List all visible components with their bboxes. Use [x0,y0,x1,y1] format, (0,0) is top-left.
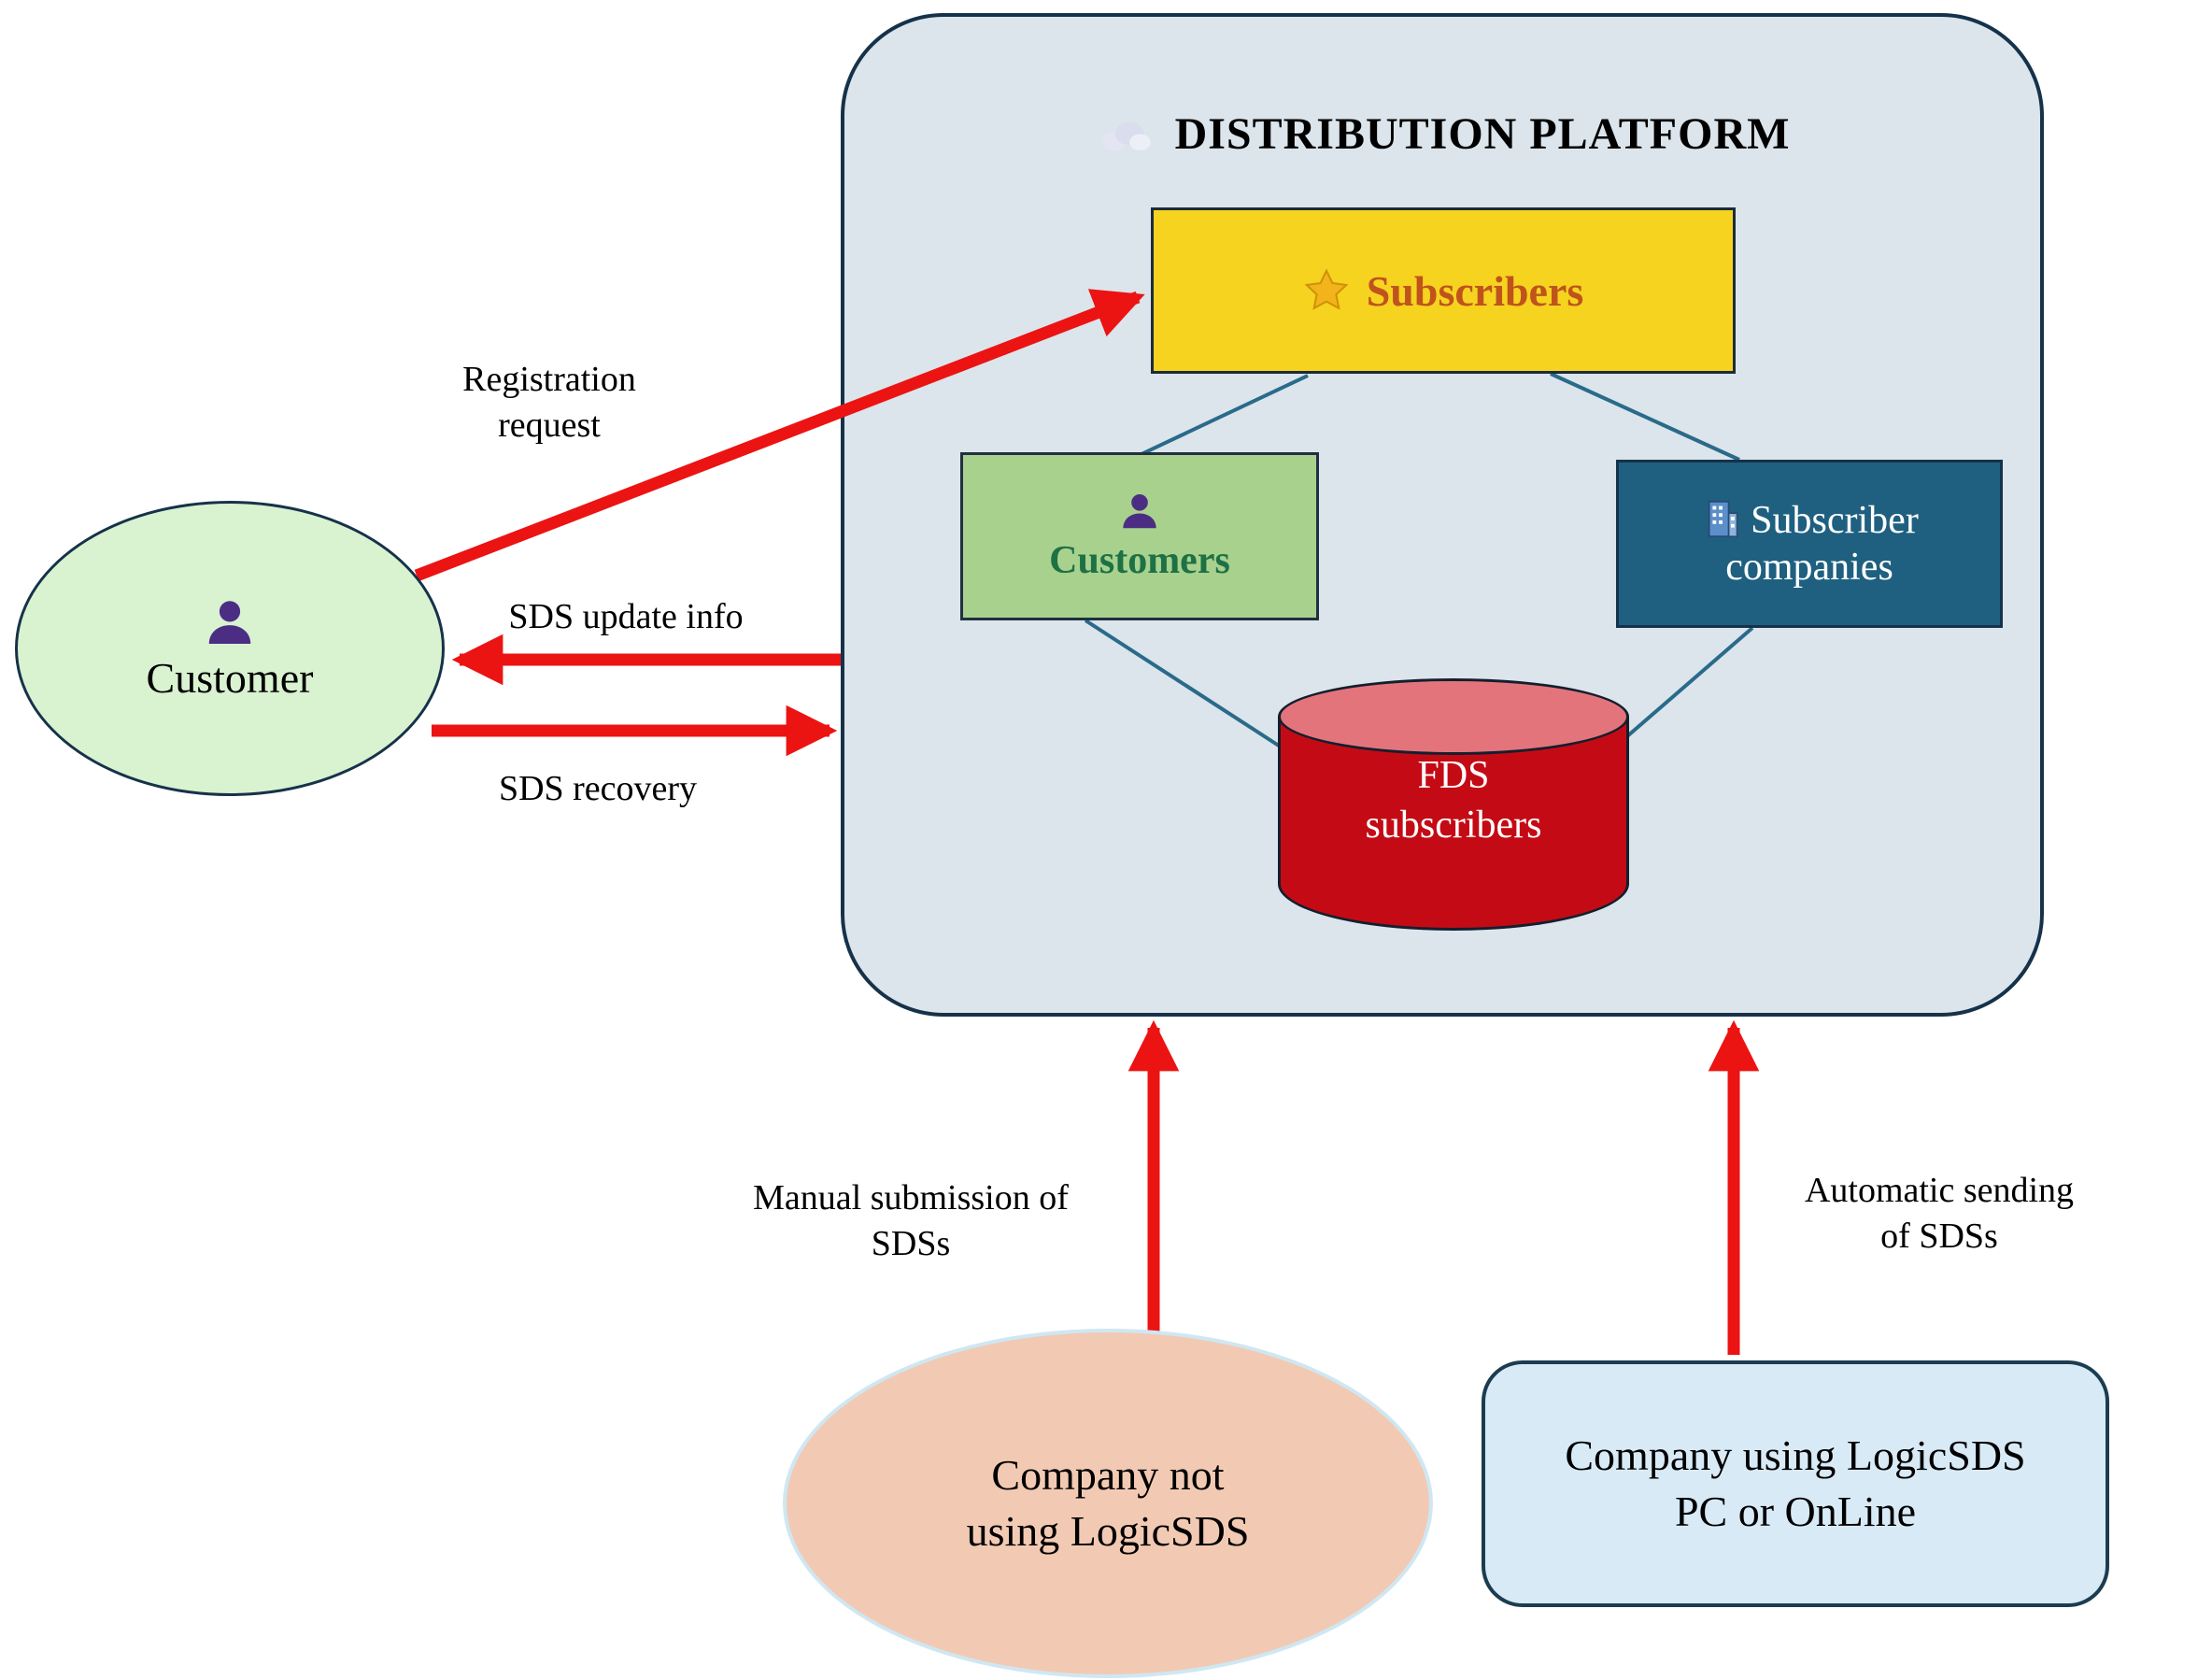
node-company-using-logicsds: Company using LogicSDS PC or OnLine [1482,1360,2109,1607]
person-icon [1118,490,1161,533]
company-manual-label: Company not using LogicSDS [966,1451,1250,1555]
node-subscriber-companies: Subscriber companies [1616,460,2003,628]
sds-update-info-label: SDS update info [508,597,744,636]
node-subscribers: Subscribers [1151,207,1736,374]
platform-title-text: DISTRIBUTION PLATFORM [1174,109,1791,159]
node-fds-subscribers: FDS subscribers [1278,678,1629,931]
customer-label: Customer [146,653,314,702]
building-icon [1700,497,1743,540]
subscriber-companies-content: Subscriber companies [1669,497,1950,591]
node-customer: Customer [15,501,445,796]
cylinder-body [1278,717,1629,931]
company-auto-label: Company using LogicSDS PC or OnLine [1565,1431,2026,1535]
customers-label: Customers [1049,539,1230,582]
registration-request-label: Registration request [462,360,636,446]
automatic-sending-label: Automatic sending of SDSs [1804,1171,2075,1257]
subscriber-companies-label: Subscriber companies [1725,498,1919,589]
node-customers: Customers [960,452,1319,620]
fds-subscribers-label: FDS subscribers [1365,754,1542,847]
platform-title: DISTRIBUTION PLATFORM [841,108,2044,160]
manual-submission-label: Manual submission of SDSs [753,1178,1069,1264]
subscribers-label: Subscribers [1366,266,1584,315]
cloud-icon [1095,115,1156,154]
cylinder-top [1278,678,1629,755]
sds-recovery-label: SDS recovery [498,769,698,808]
node-company-not-using-logicsds: Company not using LogicSDS [783,1329,1433,1678]
person-icon [203,595,257,649]
star-icon [1303,267,1350,314]
